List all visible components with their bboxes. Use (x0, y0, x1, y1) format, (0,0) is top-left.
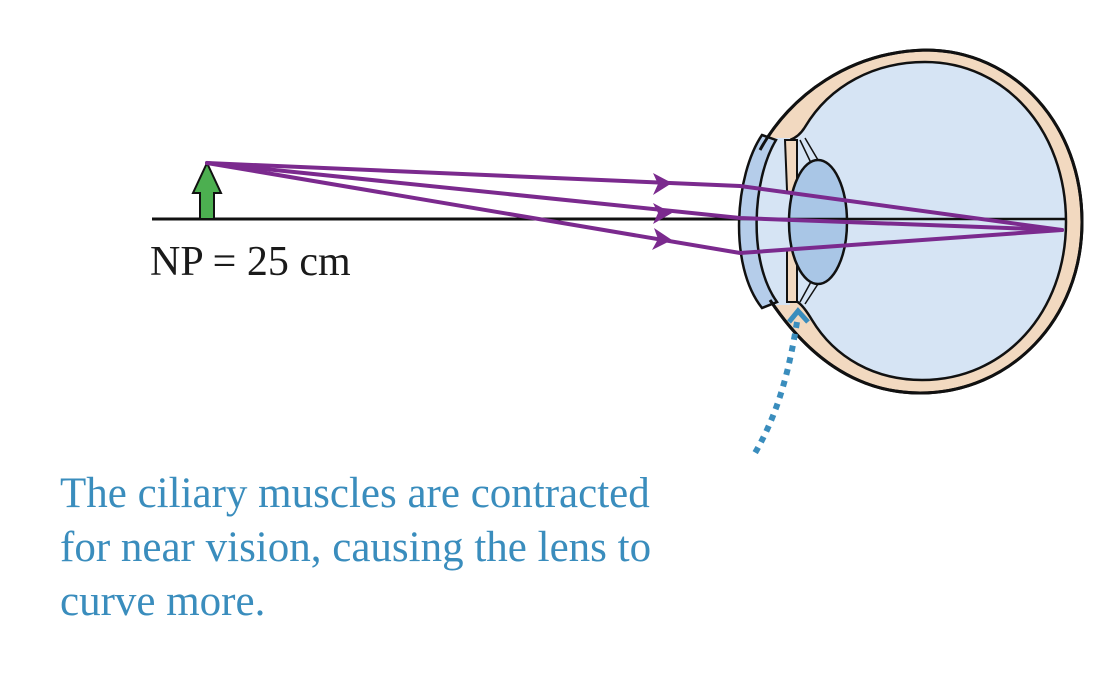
ray-bottom (205, 161, 1064, 256)
ray-arrowhead-icon (653, 203, 672, 224)
caption-line-3: curve more. (60, 578, 266, 625)
ray-top (205, 161, 1064, 232)
chevron-up-icon (787, 307, 810, 324)
ciliary-annotation-arrow (752, 307, 810, 455)
caption-line-2: for near vision, causing the lens to (60, 524, 652, 571)
light-rays (205, 161, 1064, 256)
ray-middle (205, 161, 1064, 232)
sclera-outline (758, 48, 1084, 395)
eyeball (737, 48, 1084, 395)
ray-arrowhead-icon (653, 173, 672, 195)
dotted-leader-line (752, 321, 800, 455)
ray-arrowhead-icon (652, 228, 672, 250)
near-point-label: NP = 25 cm (150, 239, 351, 285)
ray-arrowheads (652, 173, 672, 250)
caption: The ciliary muscles are contracted for n… (60, 467, 840, 629)
suspensory-ligament-lower (799, 279, 819, 305)
caption-line-1: The ciliary muscles are contracted (60, 470, 650, 517)
object-arrow-icon (191, 160, 223, 220)
